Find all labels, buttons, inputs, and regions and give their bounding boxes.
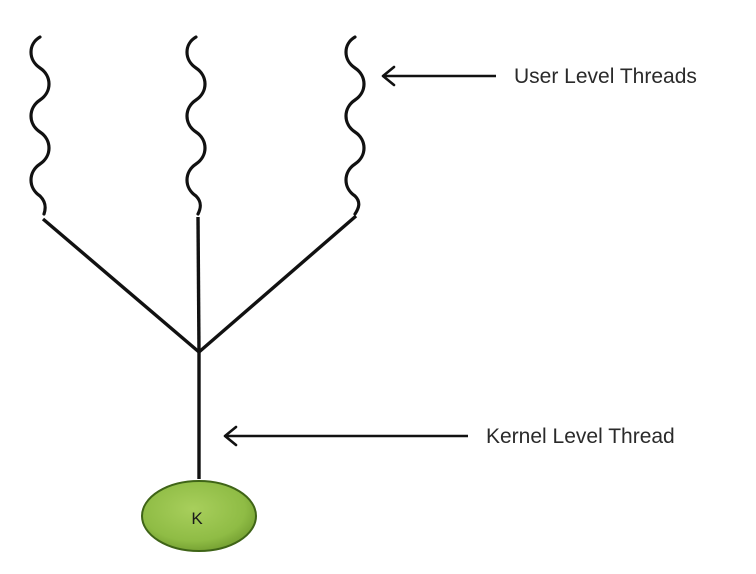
kernel-level-thread-label: Kernel Level Thread: [486, 425, 675, 448]
user-thread-1: [29, 35, 51, 216]
user-level-threads-label: User Level Threads: [514, 65, 697, 88]
arrow-left-icon: [223, 425, 238, 447]
kernel-thread-icon: [141, 480, 257, 552]
connector-left: [41, 217, 201, 354]
connector-right: [197, 214, 358, 354]
connector-middle: [196, 216, 201, 353]
user-threads-arrow: [381, 65, 496, 87]
kernel-node-label: K: [191, 509, 203, 528]
arrow-left-icon: [381, 65, 396, 87]
user-thread-2: [185, 35, 207, 216]
kernel-thread-arrow: [223, 425, 468, 447]
user-thread-3: [344, 35, 366, 216]
